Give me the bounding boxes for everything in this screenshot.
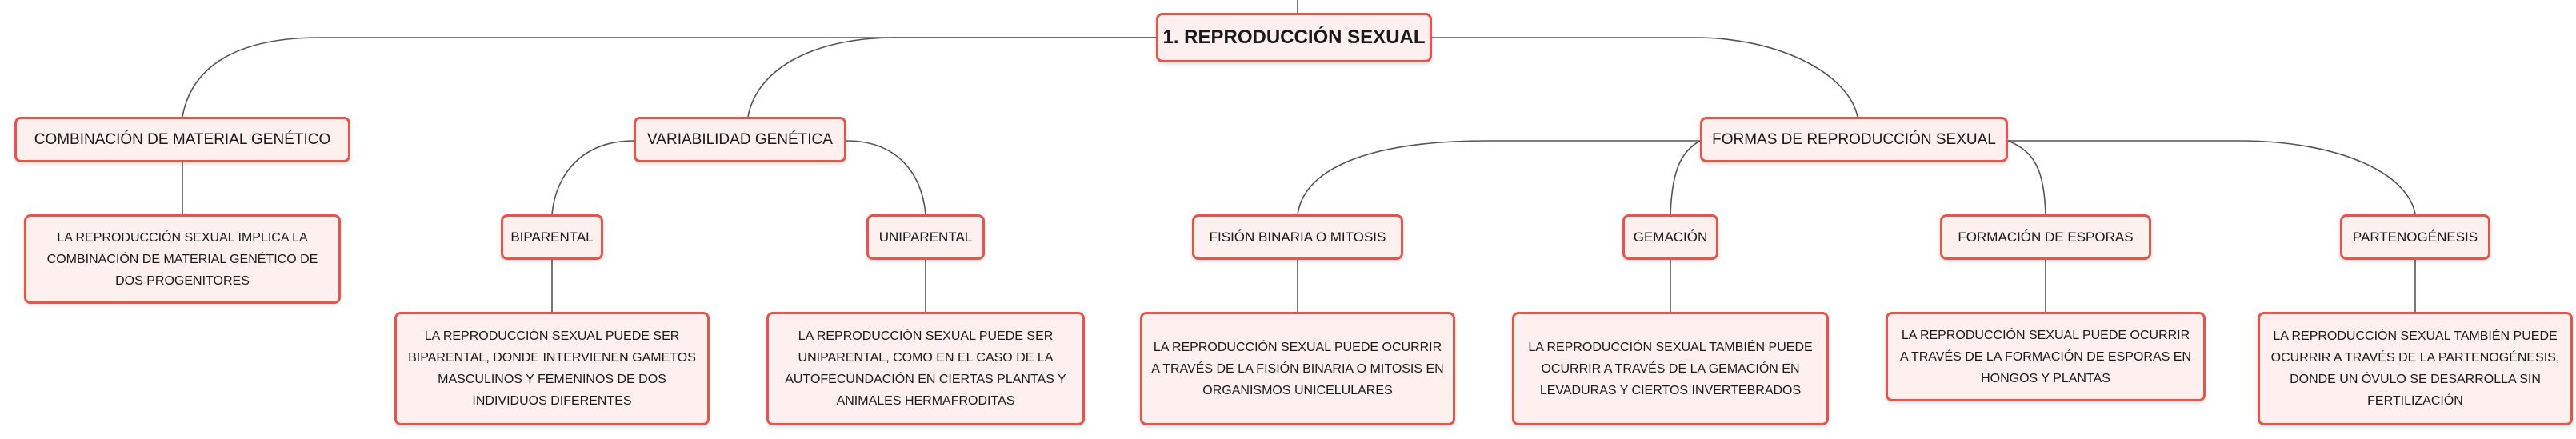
root-label: 1. REPRODUCCIÓN SEXUAL [1162, 26, 1426, 48]
biparental-node[interactable]: BIPARENTAL [501, 214, 603, 260]
combinacion-text: LA REPRODUCCIÓN SEXUAL IMPLICA LA COMBIN… [46, 230, 318, 288]
fision-text: LA REPRODUCCIÓN SEXUAL PUEDE OCURRIR A T… [1151, 340, 1444, 397]
variabilidad-node[interactable]: VARIABILIDAD GENÉTICA [634, 117, 846, 162]
uniparental-text-node[interactable]: LA REPRODUCCIÓN SEXUAL PUEDE SER UNIPARE… [766, 312, 1085, 425]
esporas-label: FORMACIÓN DE ESPORAS [1958, 229, 2134, 245]
partenogenesis-text: LA REPRODUCCIÓN SEXUAL TAMBIÉN PUEDE OCU… [2270, 329, 2560, 408]
formas-node[interactable]: FORMAS DE REPRODUCCIÓN SEXUAL [1700, 117, 2008, 162]
uniparental-label: UNIPARENTAL [878, 229, 973, 245]
esporas-node[interactable]: FORMACIÓN DE ESPORAS [1940, 214, 2151, 260]
combinacion-label: COMBINACIÓN DE MATERIAL GENÉTICO [34, 130, 331, 148]
gemacion-text: LA REPRODUCCIÓN SEXUAL TAMBIÉN PUEDE OCU… [1528, 340, 1813, 397]
biparental-label: BIPARENTAL [510, 229, 594, 245]
partenogenesis-node[interactable]: PARTENOGÉNESIS [2340, 214, 2490, 260]
combinacion-node[interactable]: COMBINACIÓN DE MATERIAL GENÉTICO [14, 117, 350, 162]
biparental-text: LA REPRODUCCIÓN SEXUAL PUEDE SER BIPAREN… [408, 329, 696, 408]
root-node[interactable]: 1. REPRODUCCIÓN SEXUAL [1156, 13, 1432, 62]
esporas-text-node[interactable]: LA REPRODUCCIÓN SEXUAL PUEDE OCURRIR A T… [1886, 312, 2206, 401]
variabilidad-label: VARIABILIDAD GENÉTICA [647, 130, 833, 148]
uniparental-text: LA REPRODUCCIÓN SEXUAL PUEDE SER UNIPARE… [785, 329, 1066, 408]
partenogenesis-text-node[interactable]: LA REPRODUCCIÓN SEXUAL TAMBIÉN PUEDE OCU… [2258, 312, 2573, 425]
fision-text-node[interactable]: LA REPRODUCCIÓN SEXUAL PUEDE OCURRIR A T… [1140, 312, 1455, 425]
esporas-text: LA REPRODUCCIÓN SEXUAL PUEDE OCURRIR A T… [1900, 328, 2191, 385]
formas-label: FORMAS DE REPRODUCCIÓN SEXUAL [1712, 130, 1996, 148]
uniparental-node[interactable]: UNIPARENTAL [866, 214, 985, 260]
gemacion-node[interactable]: GEMACIÓN [1622, 214, 1718, 260]
gemacion-text-node[interactable]: LA REPRODUCCIÓN SEXUAL TAMBIÉN PUEDE OCU… [1512, 312, 1829, 425]
fision-label: FISIÓN BINARIA O MITOSIS [1209, 229, 1386, 245]
partenogenesis-label: PARTENOGÉNESIS [2352, 229, 2478, 245]
fision-node[interactable]: FISIÓN BINARIA O MITOSIS [1192, 214, 1403, 260]
gemacion-label: GEMACIÓN [1633, 229, 1708, 245]
biparental-text-node[interactable]: LA REPRODUCCIÓN SEXUAL PUEDE SER BIPAREN… [394, 312, 710, 425]
combinacion-text-node[interactable]: LA REPRODUCCIÓN SEXUAL IMPLICA LA COMBIN… [24, 214, 341, 304]
